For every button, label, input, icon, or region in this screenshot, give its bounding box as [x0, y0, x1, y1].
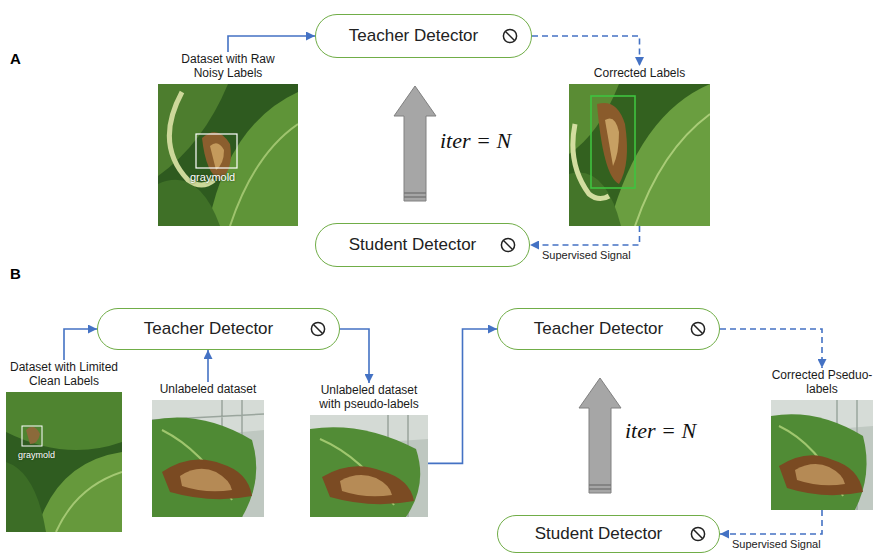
detector-box: Teacher Detector	[97, 308, 340, 350]
box-class-tag: graymold	[18, 450, 55, 460]
detector-box: Student Detector	[315, 223, 530, 267]
detector-box: Teacher Detector	[315, 14, 532, 58]
leaf-photo	[310, 415, 428, 517]
connector	[64, 329, 97, 360]
dashed-connector	[532, 36, 640, 66]
prohibit-icon	[690, 526, 706, 542]
dataset-caption: Corrected Pseduo-labels	[771, 368, 873, 396]
dataset-caption: Dataset with Limited Clean Labels	[6, 360, 122, 388]
dataset-image: Corrected Labels	[569, 66, 710, 226]
iteration-note: iter = N	[625, 418, 696, 444]
dashed-connector	[530, 226, 640, 245]
prohibit-icon	[690, 321, 706, 337]
prohibit-icon	[310, 321, 326, 337]
dataset-image: Dataset with Raw Noisy Labels	[158, 52, 298, 226]
dataset-caption: Dataset with Raw Noisy Labels	[172, 52, 284, 80]
dataset-caption: Unlabeled dataset with pseudo-labels	[310, 383, 428, 411]
connector	[340, 329, 369, 383]
dataset-image: Unlabeled dataset with pseudo-labels	[310, 383, 428, 517]
panel-letter: A	[10, 50, 21, 67]
prohibit-icon	[502, 28, 518, 44]
edge-label: Supervised Signal	[730, 538, 823, 550]
dataset-caption: Unlabeled dataset	[152, 382, 264, 396]
detector-label: Teacher Detector	[534, 319, 663, 339]
iteration-arrow	[579, 378, 621, 493]
detector-label: Teacher Detector	[349, 26, 478, 46]
connector	[228, 36, 315, 52]
box-class-tag: graymold	[190, 171, 235, 183]
leaf-photo	[6, 392, 122, 532]
connector	[428, 329, 497, 463]
panel-letter: B	[10, 265, 21, 282]
connector	[207, 350, 209, 382]
dataset-image: Unlabeled dataset	[152, 382, 264, 517]
leaf-photo	[152, 400, 264, 517]
iteration-arrow	[394, 86, 436, 201]
detector-label: Student Detector	[349, 235, 477, 255]
leaf-photo	[771, 400, 873, 510]
dashed-connector	[720, 329, 822, 368]
dataset-image: Corrected Pseduo-labels	[771, 368, 873, 510]
detector-box: Student Detector	[497, 515, 720, 553]
prohibit-icon	[500, 237, 516, 253]
dataset-caption: Corrected Labels	[569, 66, 710, 80]
detector-label: Student Detector	[535, 524, 663, 544]
detector-box: Teacher Detector	[497, 308, 720, 350]
dataset-image: Dataset with Limited Clean Labels	[6, 360, 122, 532]
dashed-connector	[720, 510, 822, 534]
leaf-photo	[158, 84, 298, 226]
iteration-note: iter = N	[440, 128, 511, 154]
edge-label: Supervised Signal	[540, 249, 633, 261]
leaf-photo	[569, 84, 710, 226]
detector-label: Teacher Detector	[144, 319, 273, 339]
